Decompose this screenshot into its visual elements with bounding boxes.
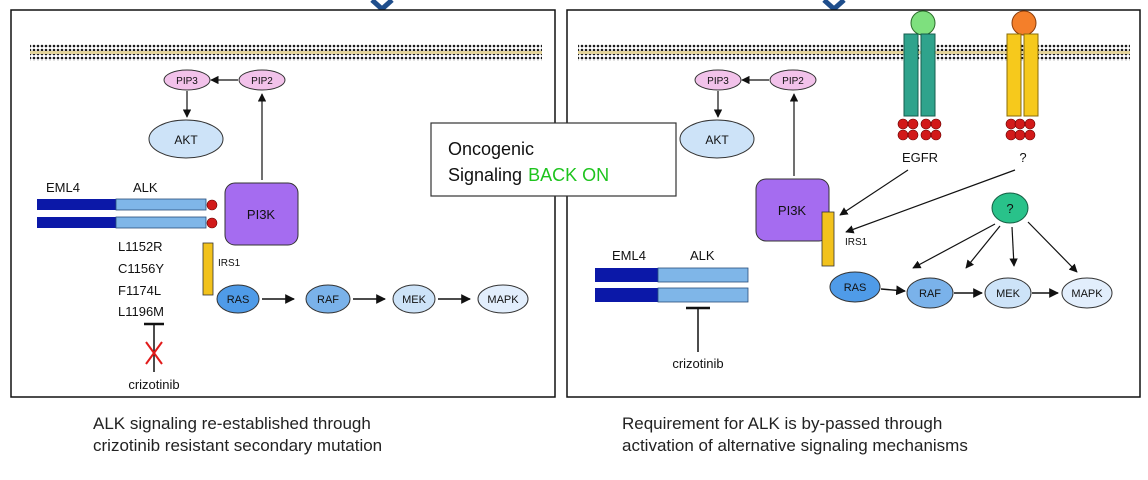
right-caption-line-1: Requirement for ALK is by-passed through: [622, 414, 943, 433]
left-pip2-node: [238, 69, 286, 91]
left-ras-node: [216, 284, 260, 314]
right-kinase-to-raf-arrow-2: [965, 225, 1001, 269]
left-pi3k-label: PI3K: [247, 207, 276, 222]
left-caption-line-2: crizotinib resistant secondary mutation: [93, 436, 383, 455]
right-pi3k-label: PI3K: [778, 203, 807, 218]
callout-line-2: Signaling BACK ON: [448, 165, 609, 185]
callout-back-on-highlight: BACK ON: [528, 165, 609, 185]
left-pip3-node: [163, 69, 211, 91]
left-mutation-2: C1156Y: [118, 261, 164, 276]
left-phospho-site-1: [206, 199, 218, 211]
right-ras-node: [829, 271, 881, 303]
right-unknown-kinase-label: ?: [1006, 201, 1013, 216]
right-mek-label: MEK: [996, 288, 1021, 300]
left-mapk-node: [477, 284, 529, 314]
left-pip3-label: PIP3: [176, 76, 198, 87]
right-pi3k-node: [755, 178, 830, 242]
right-unknown-kinase-node: [991, 192, 1029, 224]
left-raf-node: [305, 284, 351, 314]
left-caption: ALK signaling re-established through cri…: [93, 413, 382, 457]
top-right-arrow-fragment: [822, 0, 846, 13]
right-kinase-to-mapk-arrow: [1027, 221, 1078, 273]
right-panel: PIP3 PIP2 AKT EGFR: [566, 9, 1141, 398]
right-pip2-label: PIP2: [782, 76, 804, 87]
oncogenic-callout: Oncogenic Signaling BACK ON: [430, 122, 677, 197]
callout-box: [430, 122, 677, 197]
callout-line-2-prefix: Signaling: [448, 165, 522, 185]
right-caption: Requirement for ALK is by-passed through…: [622, 413, 968, 457]
left-pip2-label: PIP2: [251, 76, 273, 87]
right-irs1-label: IRS1: [845, 237, 868, 248]
right-mek-node: [984, 277, 1032, 309]
right-ras-to-raf-arrow: [880, 285, 906, 296]
right-caption-line-2: activation of alternative signaling mech…: [622, 436, 968, 455]
left-alk-label: ALK: [133, 180, 158, 195]
right-pip3-label: PIP3: [707, 76, 729, 87]
left-membrane: [30, 44, 542, 61]
right-crizotinib-label: crizotinib: [672, 356, 723, 371]
right-egfr-receptor-icon: [897, 10, 942, 141]
right-raf-node: [906, 277, 954, 309]
right-kinase-to-raf-arrow: [912, 223, 996, 269]
right-pip3-node: [694, 69, 742, 91]
left-mutation-list: L1152R C1156Y F1174L L1196M: [118, 239, 164, 319]
left-mutation-1: L1152R: [118, 239, 163, 254]
right-kinase-to-mek-arrow: [1009, 226, 1018, 267]
right-unknown-receptor-label: ?: [1019, 150, 1026, 165]
left-akt-node: [148, 119, 224, 159]
right-raf-label: RAF: [919, 288, 941, 300]
left-eml4-alk-fusion: [37, 198, 207, 229]
left-blocked-cross-icon: [145, 341, 163, 365]
left-pi3k-node: [224, 182, 299, 246]
left-mek-label: MEK: [402, 294, 427, 306]
left-eml4-label: EML4: [46, 180, 80, 195]
left-caption-line-1: ALK signaling re-established through: [93, 414, 371, 433]
top-left-arrow-fragment: [370, 0, 394, 13]
right-eml4-label: EML4: [612, 248, 646, 263]
right-panel-frame: [566, 9, 1141, 398]
left-irs1-bar: [202, 242, 214, 296]
left-crizotinib-label: crizotinib: [128, 377, 179, 392]
right-pip2-node: [769, 69, 817, 91]
right-akt-node: [679, 119, 755, 159]
right-egfr-label: EGFR: [902, 150, 938, 165]
right-irs1-bar: [821, 211, 835, 267]
left-mek-node: [392, 284, 436, 314]
right-akt-label: AKT: [705, 133, 729, 147]
right-egfr-to-irs1-arrow: [839, 169, 909, 216]
left-mutation-3: F1174L: [118, 283, 161, 298]
left-panel: PIP3 PIP2 AKT EML4 ALK PI3K IRS1 L1152R: [10, 9, 556, 398]
left-irs1-label: IRS1: [218, 258, 241, 269]
right-unknown-receptor-icon: [1005, 10, 1039, 141]
right-membrane: [578, 44, 1130, 61]
left-akt-label: AKT: [174, 133, 198, 147]
right-ras-label: RAS: [844, 282, 867, 294]
left-phospho-site-2: [206, 217, 218, 229]
right-eml4-alk-fusion: [595, 267, 749, 303]
right-mapk-node: [1061, 277, 1113, 309]
right-mapk-label: MAPK: [1071, 288, 1103, 300]
left-ras-label: RAS: [227, 294, 250, 306]
left-mapk-label: MAPK: [487, 294, 519, 306]
right-unknown-receptor-to-irs1-arrow: [845, 169, 1016, 234]
left-raf-label: RAF: [317, 294, 339, 306]
right-alk-label: ALK: [690, 248, 715, 263]
left-mutation-4: L1196M: [118, 304, 164, 319]
callout-line-1: Oncogenic: [448, 139, 534, 159]
